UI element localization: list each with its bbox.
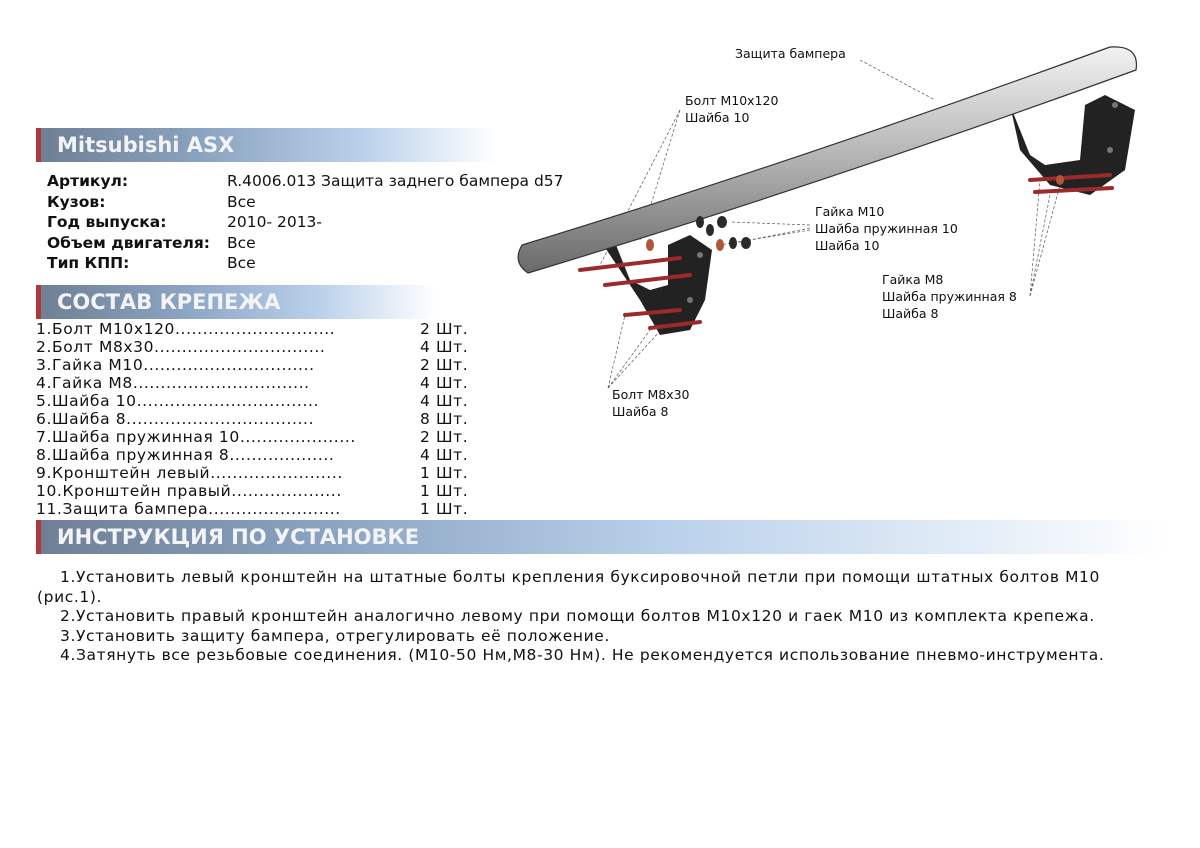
part-qty: 2 Шт.	[420, 428, 469, 446]
parts-list-item: 11.Защита бампера.......................…	[36, 500, 480, 518]
parts-list-item: 9.Кронштейн левый.......................…	[36, 464, 480, 482]
part-qty: 1 Шт.	[420, 482, 469, 500]
info-value: R.4006.013 Защита заднего бампера d57	[227, 172, 564, 190]
info-value: 2010- 2013-	[227, 213, 323, 231]
part-name: 3.Гайка М10.............................…	[36, 356, 315, 374]
right-bracket-icon	[1010, 95, 1135, 195]
part-qty: 2 Шт.	[420, 356, 469, 374]
label-bolt-m8: Болт М8х30 Шайба 8	[612, 386, 690, 420]
part-qty: 1 Шт.	[420, 464, 469, 482]
label-line: Шайба 8	[612, 404, 669, 419]
part-name: 11.Защита бампера.......................…	[36, 500, 341, 518]
part-qty: 1 Шт.	[420, 500, 469, 518]
part-name: 7.Шайба пружинная 10....................…	[36, 428, 356, 446]
parts-list-item: 3.Гайка М10.............................…	[36, 356, 480, 374]
part-name: 6.Шайба 8...............................…	[36, 410, 315, 428]
instructions: 1.Установить левый кронштейн на штатные …	[37, 568, 1117, 666]
page-title: Mitsubishi ASX	[57, 133, 235, 157]
label-line: Гайка М10	[815, 204, 885, 219]
parts-list-item: 5.Шайба 10..............................…	[36, 392, 480, 410]
label-line: Болт М8х30	[612, 387, 690, 402]
label-bolt-m10: Болт М10х120 Шайба 10	[685, 92, 778, 126]
section-title: СОСТАВ КРЕПЕЖА	[57, 290, 281, 314]
label-line: Гайка М8	[882, 272, 944, 287]
info-row: Кузов: Все	[47, 193, 564, 214]
parts-list-item: 4.Гайка М8..............................…	[36, 374, 480, 392]
label-line: Шайба 10	[685, 110, 750, 125]
instruction-step: 4.Затянуть все резьбовые соединения. (М1…	[60, 646, 1105, 664]
parts-list: 1.Болт М10х120..........................…	[36, 320, 480, 518]
parts-list-item: 6.Шайба 8...............................…	[36, 410, 480, 428]
title-bar: Mitsubishi ASX	[36, 128, 498, 162]
parts-section-header: СОСТАВ КРЕПЕЖА	[36, 285, 436, 319]
instruction-step: 2.Установить правый кронштейн аналогично…	[60, 607, 1095, 625]
washers-nuts-icon	[646, 175, 1064, 251]
section-title: ИНСТРУКЦИЯ ПО УСТАНОВКЕ	[57, 525, 420, 549]
info-row: Год выпуска: 2010- 2013-	[47, 213, 564, 234]
product-info: Артикул: R.4006.013 Защита заднего бампер…	[47, 172, 564, 275]
instructions-section-header: ИНСТРУКЦИЯ ПО УСТАНОВКЕ	[36, 520, 1166, 554]
info-key: Кузов:	[47, 192, 106, 211]
part-name: 9.Кронштейн левый.......................…	[36, 464, 343, 482]
info-key: Артикул:	[47, 172, 129, 190]
label-line: Шайба 8	[882, 306, 939, 321]
left-bracket-icon	[600, 225, 712, 335]
info-row: Объем двигателя: Все	[47, 234, 564, 255]
instruction-step: 1.Установить левый кронштейн на штатные …	[37, 568, 1100, 606]
parts-list-item: 2.Болт М8х30............................…	[36, 338, 480, 356]
bumper-tube-icon	[517, 46, 1138, 274]
part-name: 4.Гайка М8..............................…	[36, 374, 310, 392]
part-qty: 4 Шт.	[420, 338, 469, 356]
label-line: Шайба 10	[815, 238, 880, 253]
label-line: Шайба пружинная 10	[815, 221, 958, 236]
parts-list-item: 1.Болт М10х120..........................…	[36, 320, 480, 338]
part-qty: 8 Шт.	[420, 410, 469, 428]
info-value: Все	[227, 192, 256, 211]
part-name: 10.Кронштейн правый....................	[36, 482, 342, 500]
bolts-icon	[578, 173, 1114, 330]
part-name: 1.Болт М10х120..........................…	[36, 320, 336, 338]
part-name: 8.Шайба пружинная 8...................	[36, 446, 335, 464]
info-value: Все	[227, 254, 256, 272]
info-key: Тип КПП:	[47, 254, 130, 272]
part-name: 5.Шайба 10..............................…	[36, 392, 320, 410]
label-nut-m10: Гайка М10 Шайба пружинная 10 Шайба 10	[815, 203, 958, 254]
part-name: 2.Болт М8х30............................…	[36, 338, 326, 356]
label-bumper: Защита бампера	[735, 46, 846, 61]
info-key: Объем двигателя:	[47, 233, 210, 252]
parts-list-item: 10.Кронштейн правый.................... 1…	[36, 482, 480, 500]
info-value: Все	[227, 233, 256, 252]
label-line: Болт М10х120	[685, 93, 779, 108]
info-row: Тип КПП: Все	[47, 254, 564, 275]
parts-list-item: 7.Шайба пружинная 10....................…	[36, 428, 480, 446]
part-qty: 4 Шт.	[420, 374, 469, 392]
part-qty: 4 Шт.	[420, 446, 469, 464]
instruction-step: 3.Установить защиту бампера, отрегулиров…	[60, 626, 610, 645]
part-qty: 2 Шт.	[420, 320, 469, 338]
label-line: Шайба пружинная 8	[882, 289, 1017, 304]
info-row: Артикул: R.4006.013 Защита заднего бампер…	[47, 172, 564, 193]
info-key: Год выпуска:	[47, 213, 167, 231]
label-nut-m8: Гайка М8 Шайба пружинная 8 Шайба 8	[882, 271, 1017, 322]
part-qty: 4 Шт.	[420, 392, 469, 410]
parts-list-item: 8.Шайба пружинная 8................... 4 …	[36, 446, 480, 464]
